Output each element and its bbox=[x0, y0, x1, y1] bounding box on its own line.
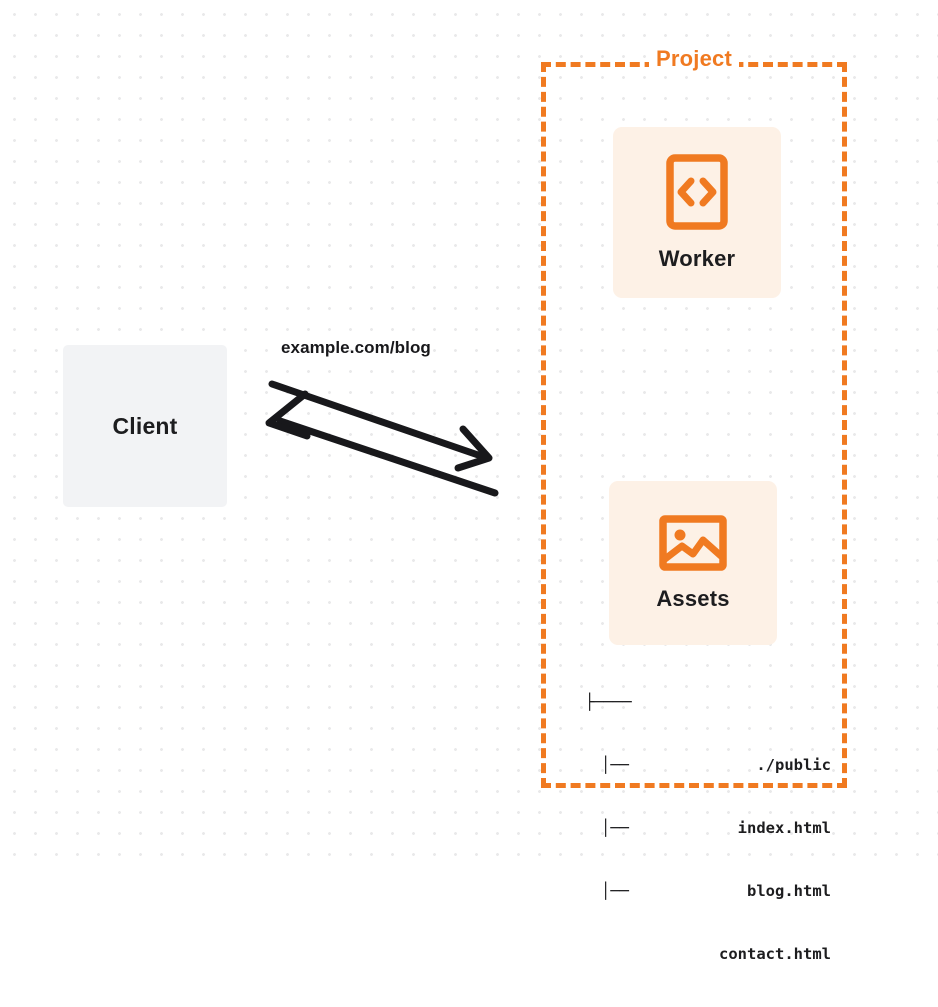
assets-node-label: Assets bbox=[656, 586, 730, 611]
assets-node[interactable]: Assets bbox=[609, 481, 777, 645]
tree-item-name: contact.html bbox=[719, 945, 831, 963]
tree-branch-glyph: │── bbox=[601, 756, 629, 774]
client-node: Client bbox=[63, 345, 227, 507]
tree-item-name: index.html bbox=[737, 819, 831, 837]
connection-label: example.com/blog bbox=[281, 338, 431, 357]
file-tree-row: │── index.html bbox=[585, 755, 831, 837]
tree-branch-glyph: ├──── bbox=[585, 693, 632, 711]
arrow-right-icon bbox=[268, 380, 493, 472]
arrow-left-icon bbox=[265, 390, 499, 497]
worker-node[interactable]: Worker bbox=[613, 127, 781, 298]
project-title: Project bbox=[649, 46, 739, 72]
diagram-canvas: Client example.com/blog Project Worker bbox=[0, 0, 938, 963]
tree-item-name: ./public bbox=[756, 756, 831, 774]
file-tree-row: ├──── ./public bbox=[585, 692, 831, 774]
assets-file-tree: ├──── ./public │── index.html │── blog.h… bbox=[585, 650, 831, 963]
client-node-label: Client bbox=[112, 412, 178, 439]
image-icon bbox=[659, 515, 727, 571]
worker-node-label: Worker bbox=[658, 245, 736, 271]
file-tree-row: │── blog.html bbox=[585, 818, 831, 900]
tree-branch-glyph: │── bbox=[601, 819, 629, 837]
tree-branch-glyph: │── bbox=[601, 882, 629, 900]
code-brackets-icon bbox=[666, 153, 728, 230]
file-tree-row: │── contact.html bbox=[585, 881, 831, 963]
project-container: Project Worker Assets ├──── ./public bbox=[541, 46, 847, 963]
